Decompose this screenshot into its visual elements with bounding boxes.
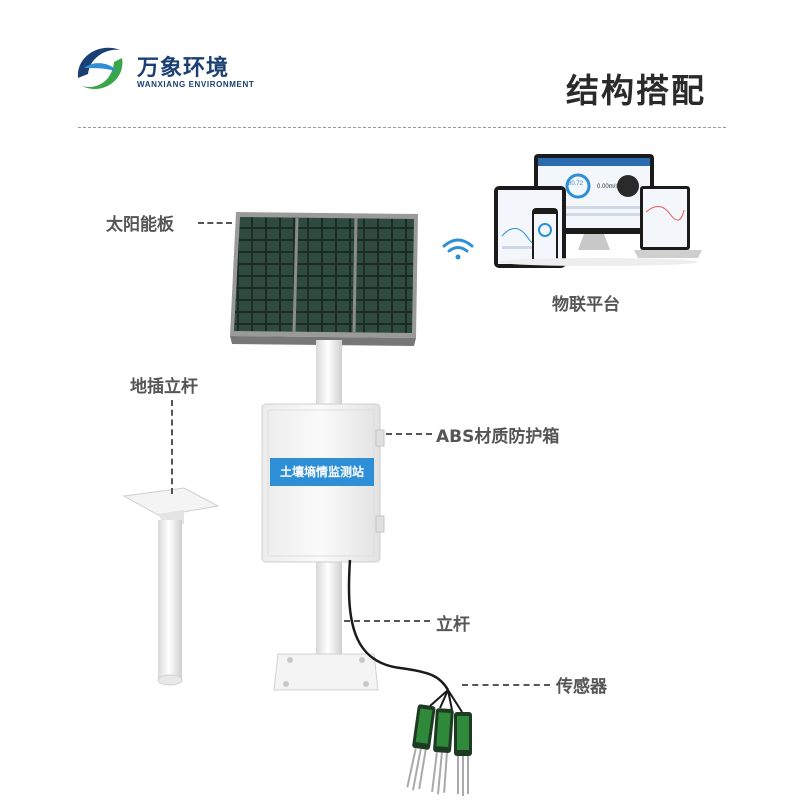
sensor-probes — [406, 704, 472, 796]
solar-panel-leader — [198, 222, 232, 224]
gauge-readout: 80.72 — [568, 181, 584, 187]
box-plate-text: 土壤墒情监测站 — [279, 465, 364, 479]
sensor-leader — [462, 684, 550, 686]
abs-box-label: ABS材质防护箱 — [436, 427, 560, 447]
solar-panel-label: 太阳能板 — [106, 215, 174, 235]
brand-name: 万象环境 — [137, 56, 230, 81]
abs-box — [261, 403, 385, 563]
wifi-icon — [442, 238, 474, 260]
sensor-label: 传感器 — [556, 677, 607, 697]
brand-tagline: WANXIANG ENVIRONMENT — [137, 80, 255, 89]
brand-logo — [70, 38, 130, 98]
pole-leader — [344, 620, 430, 622]
pole-label: 立杆 — [436, 615, 470, 635]
iot-platform-label: 物联平台 — [552, 295, 620, 315]
ground-pole-leader — [171, 400, 173, 494]
page-title: 结构搭配 — [566, 71, 706, 110]
iot-devices — [494, 154, 702, 268]
logo-swirl-icon — [77, 47, 123, 90]
wind-readout: 0.00m/s — [597, 184, 619, 190]
header-divider — [78, 127, 726, 128]
ground-pole — [122, 487, 220, 686]
abs-box-leader — [386, 433, 432, 435]
solar-panel — [230, 212, 418, 346]
ground-pole-label: 地插立杆 — [130, 377, 198, 397]
